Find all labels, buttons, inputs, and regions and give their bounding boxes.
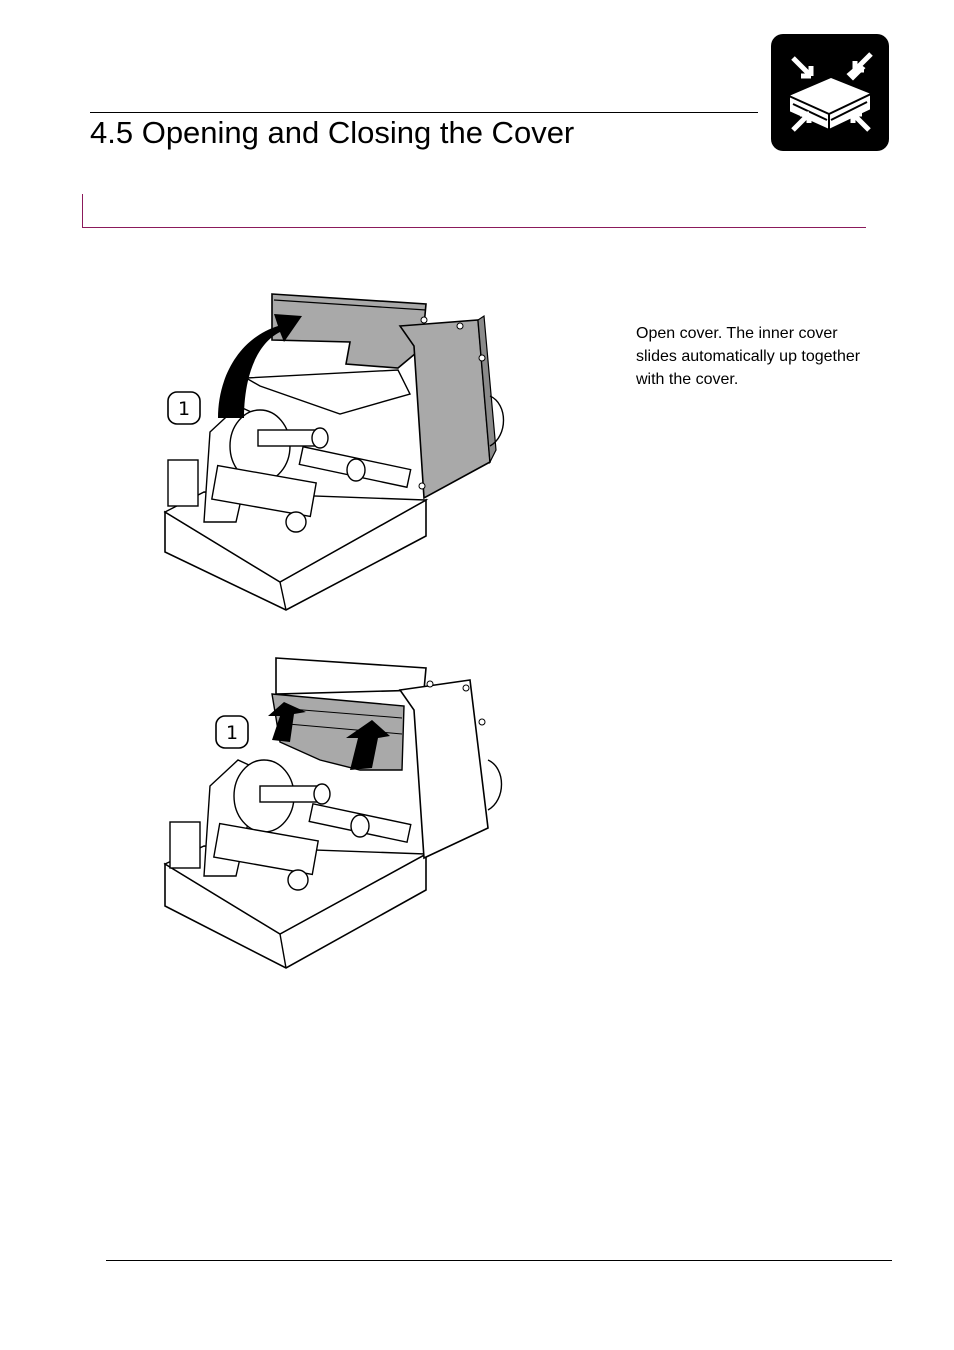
printer-cover-open-icon: 1 [163, 293, 505, 611]
printer-cover-icon [771, 34, 889, 151]
footer-rule [106, 1260, 892, 1261]
callout-label: 1 [178, 398, 190, 420]
page-title: 4.5 Opening and Closing the Cover [90, 115, 575, 150]
callout-label: 1 [226, 722, 238, 744]
section-separator [82, 194, 866, 228]
header-rule [90, 112, 758, 113]
printer-inner-cover-icon: 1 [163, 657, 503, 969]
step-instruction: Open cover. The inner cover slides autom… [636, 325, 861, 388]
